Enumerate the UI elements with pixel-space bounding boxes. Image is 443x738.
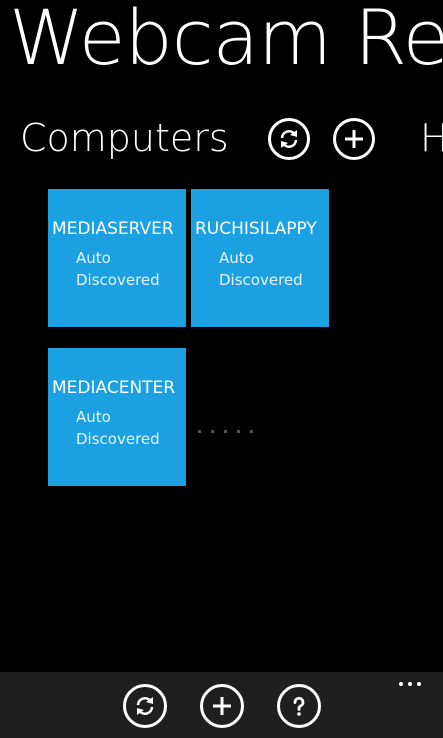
tile-computer-name: RUCHISILAPPY (195, 219, 317, 239)
tile-computer-name: MEDIACENTER (52, 378, 176, 398)
tile-status-line1: Auto (76, 249, 111, 267)
computer-tile[interactable]: RUCHISILAPPY Auto Discovered (191, 189, 329, 327)
refresh-icon (280, 130, 298, 148)
more-dot (408, 682, 412, 686)
app-title: Webcam Re (9, 0, 443, 82)
tile-computer-name: MEDIASERVER (52, 219, 174, 239)
application-bar (0, 672, 443, 738)
add-icon (345, 130, 363, 148)
more-icon[interactable] (399, 682, 421, 686)
add-button[interactable] (333, 118, 375, 160)
progress-dot (211, 430, 214, 433)
appbar-help-button[interactable] (277, 684, 321, 728)
section-header-computers: Computers (20, 116, 229, 160)
progress-dot (198, 430, 201, 433)
more-dot (417, 682, 421, 686)
computer-tile[interactable]: MEDIASERVER Auto Discovered (48, 189, 186, 327)
progress-dot (237, 430, 240, 433)
next-section-header[interactable]: H (420, 116, 443, 160)
add-icon (213, 697, 231, 715)
tile-status: Auto Discovered (76, 406, 160, 450)
refresh-icon (136, 697, 154, 715)
appbar-refresh-button[interactable] (123, 684, 167, 728)
progress-dot (224, 430, 227, 433)
tile-status-line2: Discovered (76, 430, 160, 448)
progress-indicator (198, 430, 253, 433)
tile-status-line1: Auto (219, 249, 254, 267)
more-dot (399, 682, 403, 686)
tile-status: Auto Discovered (219, 247, 303, 291)
tile-status-line2: Discovered (219, 271, 303, 289)
appbar-add-button[interactable] (200, 684, 244, 728)
tile-status: Auto Discovered (76, 247, 160, 291)
progress-dot (250, 430, 253, 433)
computer-tile[interactable]: MEDIACENTER Auto Discovered (48, 348, 186, 486)
refresh-button[interactable] (268, 118, 310, 160)
tile-status-line1: Auto (76, 408, 111, 426)
tile-status-line2: Discovered (76, 271, 160, 289)
help-icon (293, 696, 305, 716)
